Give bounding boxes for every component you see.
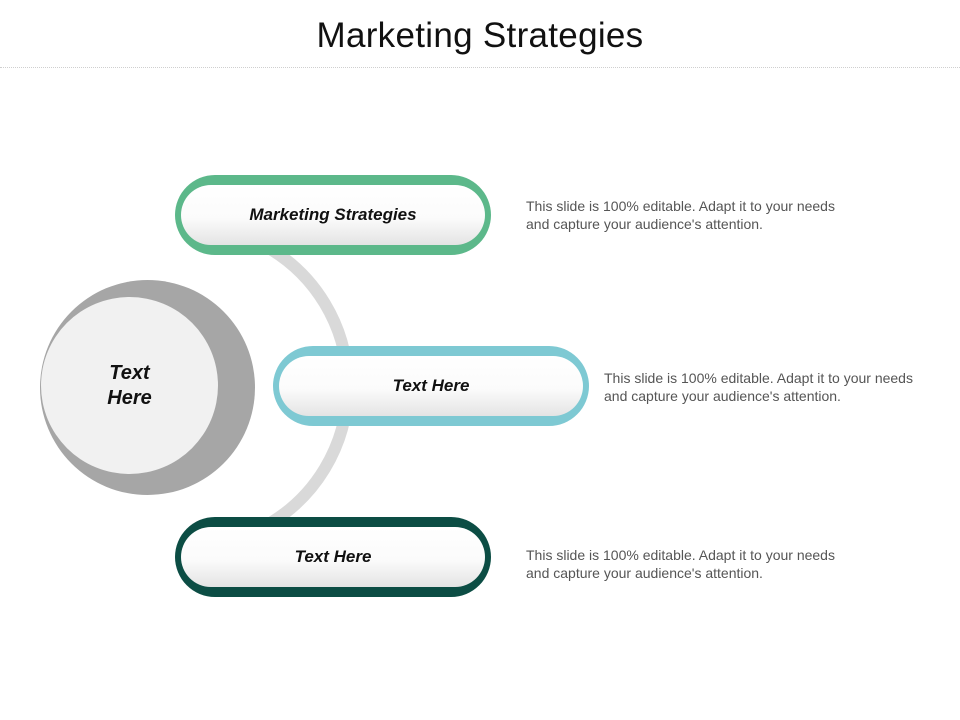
item-pill-1: Marketing Strategies [175,175,491,255]
item-pill-2-face: Text Here [279,356,583,416]
hub-circle: Text Here [41,297,218,474]
slide-title: Marketing Strategies [316,16,644,55]
item-1-description: This slide is 100% editable. Adapt it to… [526,198,835,232]
item-pill-1-label: Marketing Strategies [249,205,417,224]
hub-label: Text Here [107,361,152,409]
item-3-description: This slide is 100% editable. Adapt it to… [526,547,835,581]
item-pill-2-label: Text Here [392,376,470,395]
item-pill-3: Text Here [175,517,491,597]
item-pill-1-face: Marketing Strategies [181,185,485,245]
title-divider [0,67,960,68]
item-pill-2: Text Here [273,346,589,426]
item-pill-3-face: Text Here [181,527,485,587]
item-pill-3-label: Text Here [294,547,372,566]
item-2-description: This slide is 100% editable. Adapt it to… [604,370,913,404]
